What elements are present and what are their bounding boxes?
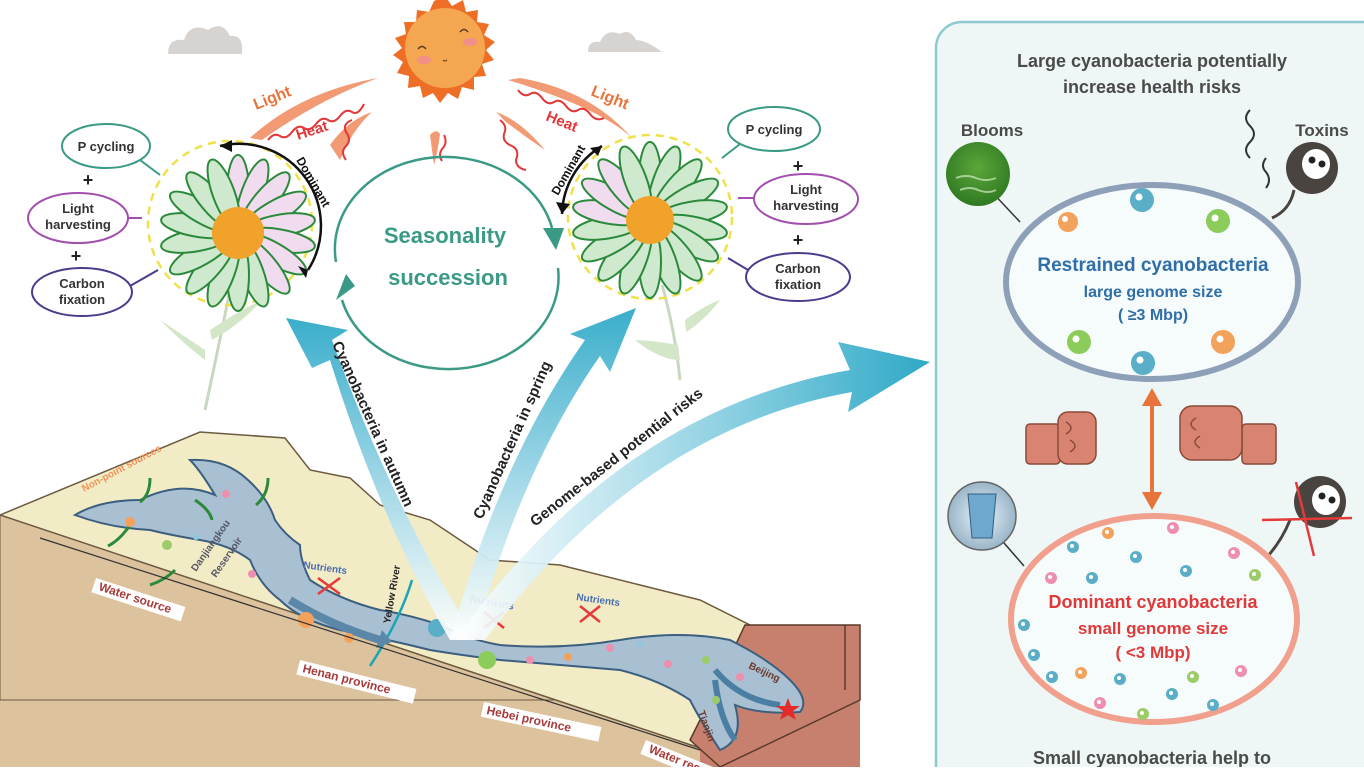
fist-right-icon — [1179, 405, 1277, 465]
risks-arrow — [455, 342, 930, 640]
non-point-arrows — [107, 477, 270, 587]
carbon-left: Carbon — [59, 276, 105, 291]
dominant-subtitle: small genome size — [1078, 619, 1228, 638]
cloud-icon-left — [168, 26, 243, 54]
restrained-cyanobacteria-ellipse — [1003, 182, 1301, 382]
sun-icon — [393, 0, 495, 103]
p-cycling-left: P cycling — [78, 139, 135, 154]
panel-top-title-line2: increase health risks — [1063, 77, 1241, 97]
blooms-icon — [946, 142, 1021, 223]
cycle-label-line2: succession — [388, 265, 508, 290]
panel-bottom-title-line1: Small cyanobacteria help to — [1033, 748, 1271, 767]
light-label-left: Light — [251, 83, 294, 114]
fist-left-icon — [1025, 411, 1097, 465]
bubble-p-cycling-left — [61, 123, 151, 169]
dominant-cyanobacteria-ellipse — [1008, 513, 1300, 725]
plus-right-1: + — [793, 156, 804, 176]
bubble-carbon-fixation-left — [31, 267, 133, 317]
cycle-label-line1: Seasonality — [384, 223, 507, 248]
harvesting-right: harvesting — [773, 198, 839, 213]
plus-right-2: + — [793, 230, 804, 250]
cycle-arrowhead-left — [336, 274, 355, 300]
restrained-subtitle: large genome size — [1084, 284, 1223, 301]
right-flower — [556, 133, 734, 381]
restrained-size: ( ≥3 Mbp) — [1118, 307, 1188, 324]
beijing-star-icon — [776, 698, 800, 720]
dominant-size: ( <3 Mbp) — [1115, 643, 1190, 662]
yellow-river-line — [368, 579, 414, 667]
heat-label-left: Heat — [294, 118, 330, 144]
light-right: Light — [790, 182, 822, 197]
fixation-left: fixation — [59, 292, 105, 307]
dominant-arc-left — [219, 142, 323, 271]
toxins-label: Toxins — [1295, 121, 1349, 140]
harvesting-left: harvesting — [45, 217, 111, 232]
p-cycling-right: P cycling — [746, 122, 803, 137]
light-beam-left — [250, 78, 447, 165]
dominant-title: Dominant cyanobacteria — [1048, 592, 1258, 612]
autumn-arrow — [286, 318, 470, 640]
light-left: Light — [62, 201, 94, 216]
light-beam-right — [496, 78, 632, 171]
cycle-arrowhead-right — [543, 228, 564, 250]
plus-left-1: + — [83, 170, 94, 190]
panel-top-title-line1: Large cyanobacteria potentially — [1017, 51, 1287, 71]
competition-arrow — [1142, 388, 1162, 510]
left-function-list: P cycling + Light harvesting + Carbon fi… — [27, 123, 161, 317]
toxin-crossed-skull-icon — [1261, 476, 1353, 557]
landscape — [0, 431, 861, 768]
left-flower — [146, 139, 323, 411]
fixation-right: fixation — [775, 277, 821, 292]
blooms-label: Blooms — [961, 121, 1023, 140]
seasonality-cycle — [333, 155, 564, 371]
restrained-title: Restrained cyanobacteria — [1037, 255, 1269, 276]
right-function-list: P cycling + Light harvesting + Carbon fi… — [721, 106, 859, 302]
bubble-p-cycling-right — [727, 106, 821, 152]
toxin-skull-icon — [1245, 109, 1338, 220]
drinking-water-icon — [947, 481, 1025, 567]
dominant-label-right: Dominant — [548, 143, 588, 198]
cloud-icon-right — [588, 32, 662, 52]
bubble-carbon-fixation-right — [745, 252, 851, 302]
plus-left-2: + — [71, 246, 82, 266]
carbon-right: Carbon — [775, 261, 821, 276]
spring-arrow — [450, 308, 636, 640]
